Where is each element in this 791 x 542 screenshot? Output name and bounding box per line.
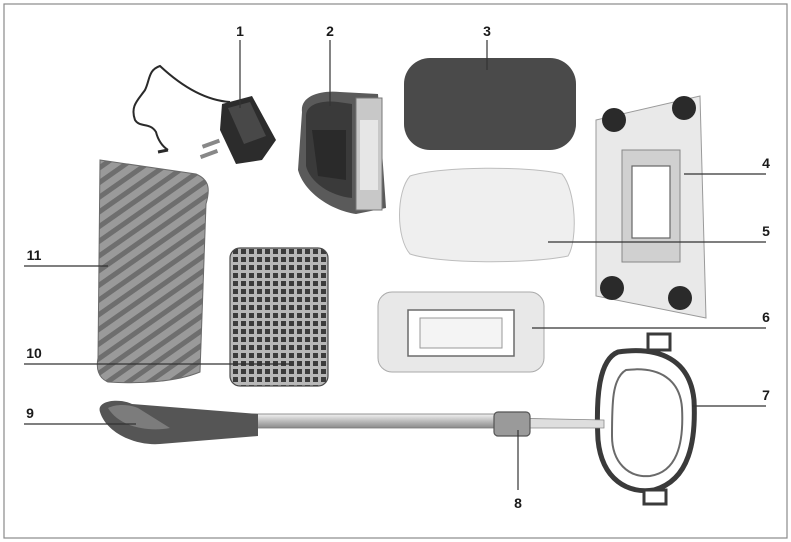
callout-label-4: 4 xyxy=(762,155,770,171)
callout-label-9: 9 xyxy=(26,405,34,421)
fleece-pad-illustration xyxy=(399,167,575,263)
callout-label-8: 8 xyxy=(514,495,522,511)
callout-label-1: 1 xyxy=(236,23,244,39)
callout-label-6: 6 xyxy=(762,309,770,325)
handle-frame-illustration xyxy=(594,332,697,506)
callout-label-2: 2 xyxy=(326,23,334,39)
callout-label-3: 3 xyxy=(483,23,491,39)
dark-pad-illustration xyxy=(404,58,576,150)
callout-label-10: 10 xyxy=(26,345,42,361)
cleaning-head-illustration xyxy=(298,91,386,214)
base-plate-illustration xyxy=(595,95,707,319)
callout-label-7: 7 xyxy=(762,387,770,403)
pad-holder-illustration xyxy=(377,291,545,373)
microfiber-cloth-illustration xyxy=(96,159,209,384)
power-adapter-illustration xyxy=(132,64,276,164)
callout-label-11: 11 xyxy=(27,247,42,263)
callout-label-5: 5 xyxy=(762,223,770,239)
connector-illustration xyxy=(493,411,531,437)
bristle-pad-illustration xyxy=(229,247,329,387)
